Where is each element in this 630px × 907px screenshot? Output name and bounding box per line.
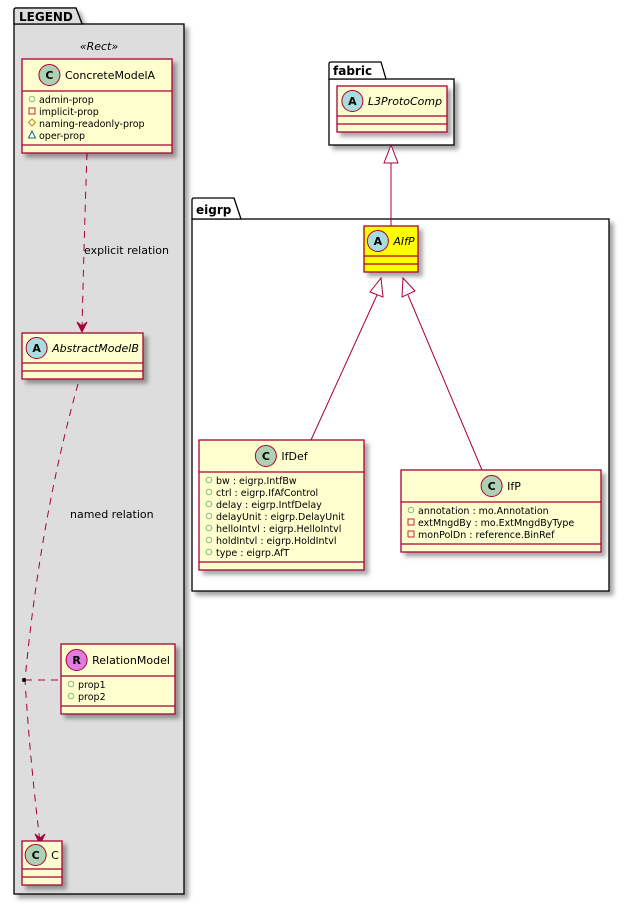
edges	[22, 143, 483, 846]
class-attribute: naming-readonly-prop	[39, 119, 145, 130]
package-fabric-name: fabric	[333, 64, 372, 78]
legend-stereotype: «Rect»	[80, 40, 119, 53]
association-point	[22, 678, 26, 682]
class-attribute: prop2	[78, 692, 106, 703]
private-visibility-icon	[407, 530, 415, 538]
arrowhead-ifp-aifp	[401, 276, 416, 298]
class-attribute: implicit-prop	[39, 107, 99, 118]
private-visibility-icon	[28, 107, 36, 115]
class-attribute: extMngdBy : mo.ExtMngdByType	[418, 518, 574, 529]
badge-letter: R	[72, 654, 81, 667]
badge-letter: A	[348, 95, 357, 108]
class-badge-icon: C	[480, 475, 503, 497]
private-visibility-icon	[407, 518, 415, 526]
public-visibility-icon	[205, 500, 213, 508]
public-visibility-icon	[28, 95, 36, 103]
class-attribute: delay : eigrp.IntfDelay	[216, 500, 322, 511]
class-name: C	[51, 849, 59, 862]
badge-letter: A	[374, 235, 383, 248]
arrowhead-explicit	[76, 321, 88, 334]
class-c[interactable]: CC	[21, 840, 63, 886]
class-name: L3ProtoComp	[368, 95, 442, 108]
public-visibility-icon	[205, 488, 213, 496]
class-box	[198, 439, 365, 571]
label-named-relation: named relation	[70, 508, 154, 521]
badge-letter: C	[262, 450, 270, 463]
class-attribute: oper-prop	[39, 131, 85, 142]
badge-letter: C	[488, 480, 496, 493]
class-attribute: prop1	[78, 680, 106, 691]
arrowhead-ifdef-aifp	[369, 276, 384, 298]
relation-badge-icon: R	[65, 649, 88, 671]
edge-named-relation	[24, 383, 79, 843]
class-attribute: ctrl : eigrp.IfAfControl	[216, 488, 318, 499]
class-aifp[interactable]: AIfP A	[363, 225, 419, 273]
public-visibility-icon	[407, 506, 415, 514]
class-name: RelationModel	[92, 654, 170, 667]
edge-ifdef-aifp	[310, 294, 378, 441]
public-visibility-icon	[205, 512, 213, 520]
package-eigrp-name: eigrp	[196, 203, 232, 217]
class-attribute: helloIntvl : eigrp.HelloIntvl	[216, 524, 341, 535]
badge-letter: C	[32, 849, 40, 862]
class-attribute: holdIntvl : eigrp.HoldIntvl	[216, 536, 336, 547]
class-l3protocomp[interactable]: L3ProtoComp A	[336, 85, 448, 133]
class-attribute: type : eigrp.AfT	[216, 548, 289, 559]
package-legend-name: LEGEND	[19, 10, 73, 24]
public-visibility-icon	[205, 548, 213, 556]
class-name: IfP	[507, 480, 521, 493]
class-abstract-model-b[interactable]: AbstractModelB A	[21, 332, 144, 380]
class-name: IfDef	[281, 450, 308, 463]
class-name: ConcreteModelA	[65, 69, 156, 82]
public-visibility-icon	[67, 680, 75, 688]
class-name: AbstractModelB	[51, 342, 139, 355]
class-name: AIfP	[392, 235, 415, 248]
badge-letter: C	[45, 69, 53, 82]
label-explicit-relation: explicit relation	[84, 244, 169, 257]
edge-ifp-aifp	[407, 294, 483, 471]
abstract-badge-icon: A	[341, 90, 364, 112]
public-visibility-icon	[205, 476, 213, 484]
class-attribute: monPolDn : reference.BinRef	[418, 530, 555, 541]
classes: ConcreteModelACadmin-propimplicit-propna…	[21, 58, 602, 886]
package-legend: LEGEND «Rect»	[13, 7, 185, 895]
class-attribute: bw : eigrp.IntfBw	[216, 476, 297, 487]
public-visibility-icon	[205, 536, 213, 544]
class-attribute: admin-prop	[39, 95, 94, 106]
badge-letter: A	[32, 342, 41, 355]
class-badge-icon: C	[254, 445, 277, 467]
protected-visibility-icon	[27, 118, 37, 127]
class-concrete-model-a[interactable]: ConcreteModelA Cadmin-propimplicit-propna…	[21, 58, 173, 154]
class-attribute: delayUnit : eigrp.DelayUnit	[216, 512, 345, 523]
public-visibility-icon	[205, 524, 213, 532]
public-visibility-icon	[67, 692, 75, 700]
abstract-badge-icon: A	[366, 230, 389, 252]
class-badge-icon: C	[24, 844, 47, 866]
abstract-badge-icon: A	[25, 337, 48, 359]
arrowhead-aifp-l3protocomp	[383, 143, 399, 164]
class-badge-icon: C	[38, 64, 61, 86]
class-attribute: annotation : mo.Annotation	[418, 506, 549, 517]
package-visibility-icon	[27, 129, 37, 139]
